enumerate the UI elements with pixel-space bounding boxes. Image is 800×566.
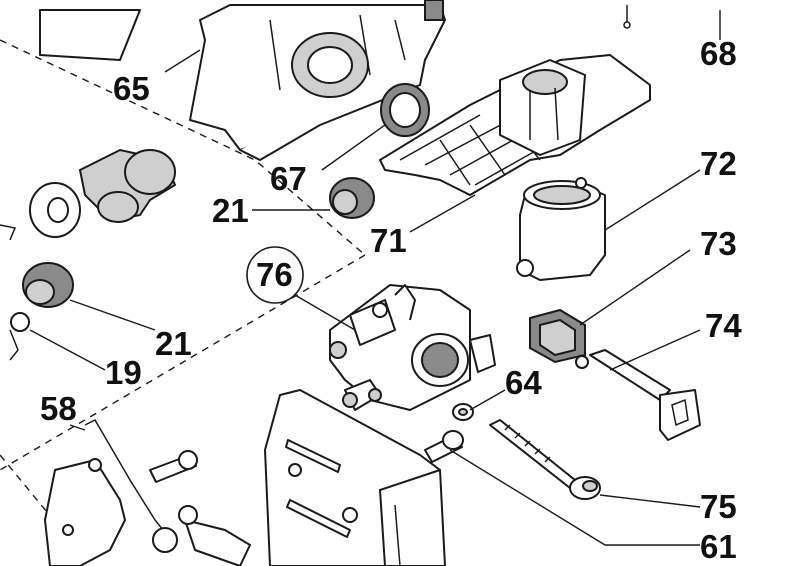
part-21-lower-grommet [22,262,74,308]
part-74-adjuster [575,349,701,441]
callout-67: 67 [270,160,307,197]
part-elbow-hose [78,148,177,223]
callout-76-circle [246,246,304,304]
part-65-housing [39,0,446,161]
part-76-carburetor [246,246,496,411]
part-58-linkage [44,419,251,566]
part-68-marker [623,5,721,40]
callout-74: 74 [705,307,742,344]
callout-21-upper: 21 [212,192,249,229]
callout-73: 73 [700,225,737,262]
callout-65: 65 [113,70,150,107]
leader-lines [29,49,701,546]
part-75-long-screw [489,419,601,500]
callout-61: 61 [700,528,737,565]
callout-21-lower: 21 [155,325,192,362]
part-64-washer [452,403,474,421]
part-71-filter-base [379,54,651,196]
part-flat-washer [29,182,81,238]
part-72-filter-cup [516,177,606,281]
part-73-grommet [529,308,586,364]
part-67-o-ring [380,83,430,137]
part-guide-plate [264,389,446,566]
part-19-clip [0,224,30,361]
part-61-screw [424,430,464,463]
callout-64: 64 [505,364,542,401]
callout-58: 58 [40,390,77,427]
callout-76: 76 [256,256,293,293]
callout-71: 71 [370,222,407,259]
callout-72: 72 [700,145,737,182]
callout-68: 68 [700,35,737,72]
callout-labels: 65 67 68 71 72 73 74 75 76 64 61 58 21 2… [40,35,742,565]
callout-75: 75 [700,488,737,525]
part-21-upper-grommet [329,177,375,219]
callout-19: 19 [105,354,142,391]
